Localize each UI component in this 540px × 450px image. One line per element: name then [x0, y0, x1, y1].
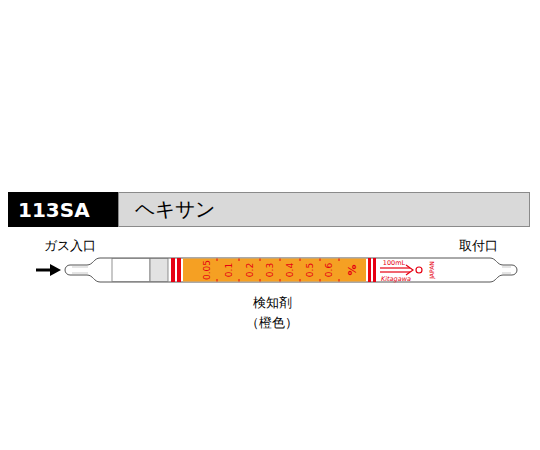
scale-value: 0.05 — [203, 260, 212, 280]
glass-tube — [65, 258, 517, 282]
maker-mark: Kitagawa — [381, 275, 411, 282]
scale-value: 0.1 — [225, 263, 234, 277]
scale-value: 0.3 — [266, 263, 275, 277]
red-band — [368, 258, 371, 282]
scale-unit: % — [347, 264, 358, 275]
name-band: ヘキサン — [118, 192, 530, 227]
scale-value: 0.6 — [325, 263, 334, 277]
flow-mark — [380, 265, 422, 275]
red-band — [373, 258, 376, 282]
inlet-arrow-head — [50, 264, 61, 276]
code-box: 113SA — [8, 192, 118, 227]
reagent — [183, 259, 366, 282]
inlet-arrow — [36, 269, 52, 272]
red-band — [171, 258, 175, 282]
reagent-label: 検知剤 — [253, 296, 292, 309]
scale-value: 0.2 — [246, 263, 255, 277]
volume-mark: 100mL — [383, 259, 405, 266]
origin-mark: JAPAN — [429, 261, 435, 279]
scale-value: 0.5 — [306, 263, 315, 277]
outlet-label: 取付口 — [459, 239, 498, 252]
plug — [150, 259, 168, 282]
scale-value: 0.4 — [286, 263, 295, 277]
plug — [112, 259, 150, 282]
node-title: ヘキサン — [135, 196, 215, 223]
inlet-label: ガス入口 — [44, 239, 96, 252]
reagent-color: （橙色） — [246, 316, 298, 329]
node-title: 113SA — [18, 198, 90, 222]
scale-ticks — [217, 259, 339, 282]
red-band — [177, 258, 181, 282]
